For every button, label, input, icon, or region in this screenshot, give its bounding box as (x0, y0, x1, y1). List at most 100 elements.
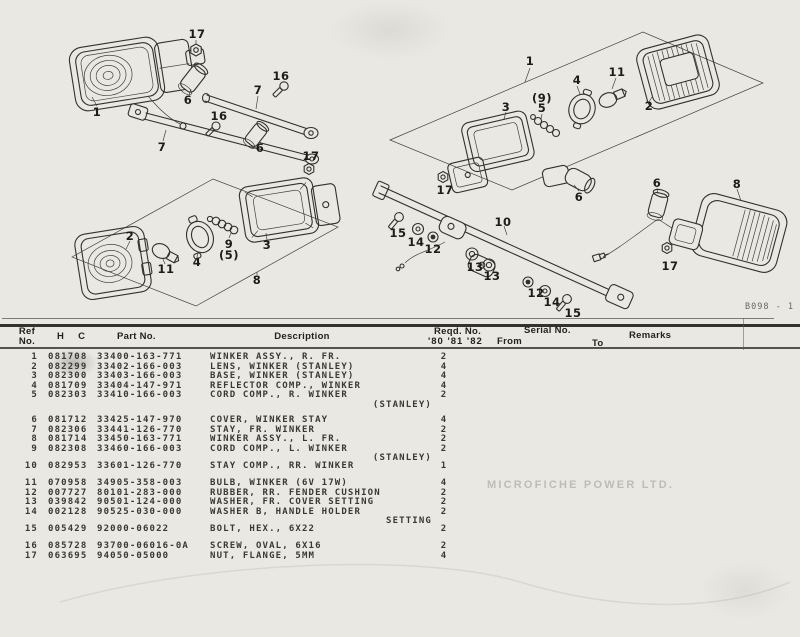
part-callout-left: 6 (183, 93, 193, 107)
cell-hc-code: 082299 (48, 361, 88, 372)
front-winker-stay-drawing (127, 103, 320, 165)
winker-lens-drawing (74, 225, 153, 301)
cell-part-no: 90501-124-000 (97, 497, 183, 508)
cell-part-no: 34905-358-003 (97, 478, 183, 488)
cell-qty-80: 2 (440, 352, 448, 362)
winker-stay-cover-drawing (243, 120, 270, 149)
front-winker-stay-drawing (201, 92, 319, 140)
cell-part-no: 33400-163-771 (97, 352, 183, 362)
cell-description: BASE, WINKER (STANLEY) (210, 371, 355, 382)
col-header-from: From (497, 336, 522, 347)
cord-spring-drawing (530, 114, 561, 138)
col-header-years: '80 '81 '82 (428, 336, 483, 347)
cell-description: WASHER, FR. COVER SETTING (210, 497, 375, 508)
part-callout-left: 6 (255, 141, 265, 155)
winker-reflector-drawing (185, 215, 215, 260)
cell-description: RUBBER, RR. FENDER CUSHION (210, 487, 381, 498)
part-callout-left: 1 (92, 105, 102, 119)
cell-part-no: 94050-05000 (97, 550, 170, 561)
part-callout-left: 17 (302, 149, 320, 163)
cell-hc-code: 081709 (48, 380, 88, 391)
part-callout-right: 15 (389, 226, 407, 240)
page-code: B098 - 1 (745, 302, 794, 312)
cell-part-no: 33450-163-771 (97, 434, 183, 445)
cell-part-no: 90525-030-000 (97, 506, 183, 517)
cell-ref-no: 12 (24, 487, 38, 498)
part-callout-left: 16 (210, 109, 228, 123)
cell-hc-code: 005429 (48, 524, 88, 535)
cell-description: STAY, FR. WINKER (210, 424, 316, 435)
cell-ref-no: 10 (24, 461, 38, 472)
cell-ref-no: 2 (31, 361, 38, 372)
cell-ref-no: 16 (24, 541, 38, 551)
cord-spring-drawing (206, 215, 239, 235)
cell-hc-code: 070958 (48, 478, 88, 488)
part-callout-left: 16 (272, 69, 290, 83)
cell-qty-80: 2 (440, 424, 448, 435)
washer-setting-drawing (465, 247, 479, 261)
part-callout-right: 10 (494, 215, 512, 229)
winker-stay-cover-drawing (646, 188, 670, 221)
cell-qty-80: 2 (440, 487, 448, 498)
cell-ref-no: 4 (31, 380, 38, 391)
wire-harness-drawing (395, 241, 446, 272)
cell-qty-80: 4 (440, 361, 448, 372)
assembly-boundary (71, 178, 339, 307)
winker-lamp-front-left-drawing (668, 193, 788, 273)
part-callout-left: 8 (252, 273, 262, 287)
cell-part-no: 93700-06016-0A (97, 541, 189, 551)
cell-part-no: 33403-166-003 (97, 371, 183, 382)
cell-description: NUT, FLANGE, 5MM (210, 550, 316, 561)
cell-description: BOLT, HEX., 6X22 (210, 524, 316, 535)
cell-hc-code: 082953 (48, 461, 88, 472)
cell-part-no: 33410-166-003 (97, 390, 183, 401)
cell-hc-code: 039842 (48, 497, 88, 508)
part-callout-left: (5) (218, 248, 240, 262)
cell-part-no: 80101-283-000 (97, 487, 183, 498)
part-callout-right: 12 (424, 242, 442, 256)
part-callout-right: (9) (531, 91, 553, 105)
part-callout-right: 11 (608, 65, 626, 79)
part-callout-right: 6 (652, 176, 662, 190)
cell-qty-80: 4 (440, 371, 448, 382)
cell-part-no: 33402-166-003 (97, 361, 183, 372)
cell-description: REFLECTOR COMP., WINKER (210, 380, 362, 391)
table-row-continuation: (STANLEY) (0, 400, 800, 410)
part-callout-right: 2 (644, 99, 654, 113)
cell-part-no: 33425-147-970 (97, 415, 183, 425)
winker-bulb-drawing (598, 88, 627, 108)
cell-hc-code: 063695 (48, 550, 88, 561)
winker-base-drawing (238, 177, 341, 243)
part-callout-left: 17 (188, 27, 206, 41)
cell-ref-no: 14 (24, 506, 38, 517)
flange-nut-drawing (190, 43, 202, 57)
cell-ref-no: 5 (31, 390, 38, 401)
part-callout-right: 17 (661, 259, 679, 273)
cell-part-no: 33460-166-003 (97, 443, 183, 454)
col-header-to: To (592, 338, 604, 349)
winker-stay-cover-drawing (177, 62, 209, 96)
rubber-cushion-drawing (427, 231, 439, 243)
washer-setting-drawing (482, 258, 496, 272)
cell-qty-80: 2 (440, 524, 448, 535)
part-callout-left: 2 (125, 229, 135, 243)
col-header-part-no: Part No. (117, 331, 156, 342)
cell-description-continuation: (STANLEY) (372, 453, 432, 464)
cell-hc-code: 082308 (48, 443, 88, 454)
part-callout-right: 8 (732, 177, 742, 191)
assembly-boundary (389, 31, 764, 191)
winker-lamp-front-right-drawing (68, 36, 206, 112)
table-header-bottom-rule (0, 347, 800, 349)
cell-ref-no: 8 (31, 434, 38, 445)
